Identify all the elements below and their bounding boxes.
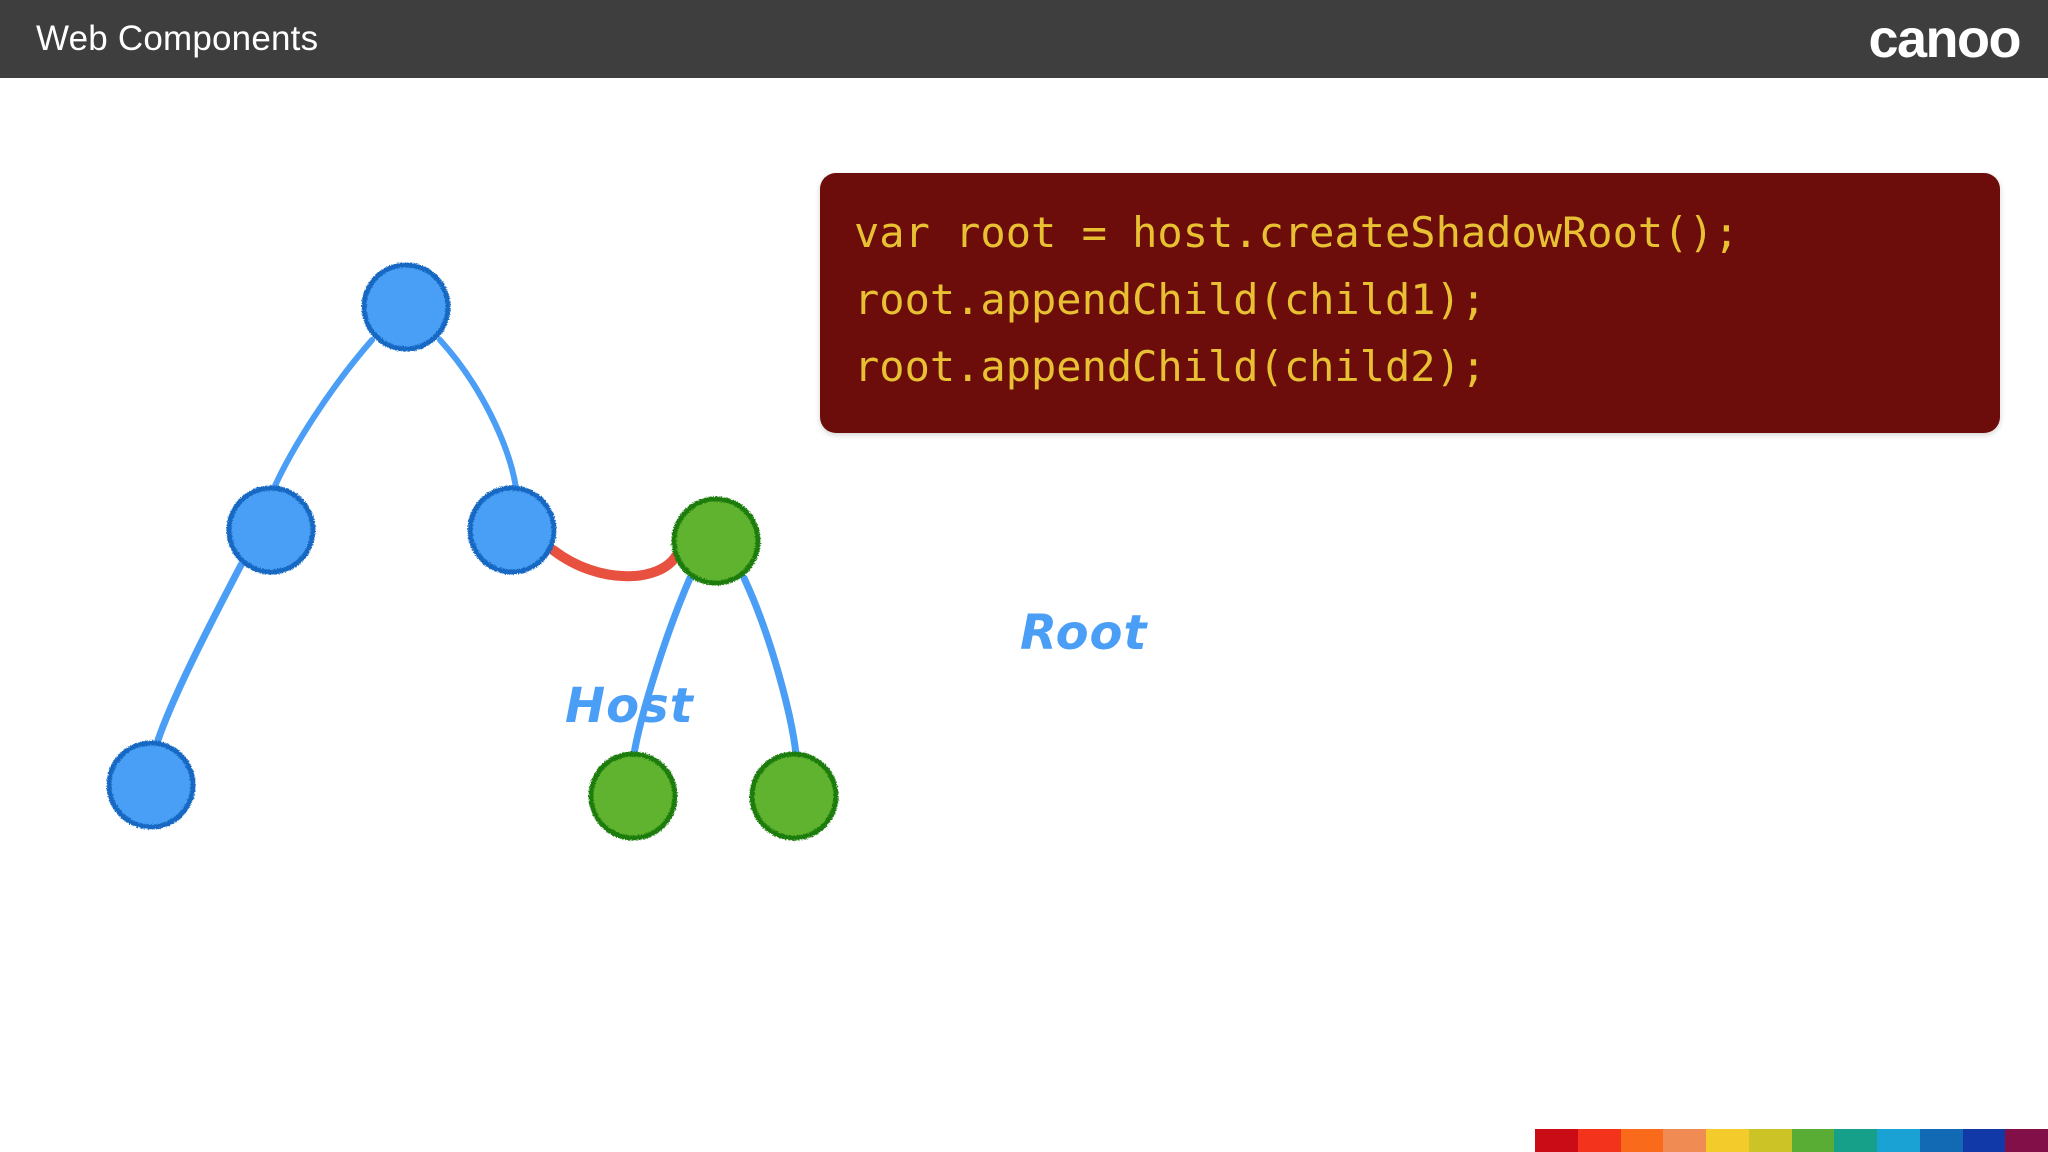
edge-group [153, 337, 800, 758]
edge-root-to-child1 [630, 574, 694, 758]
color-swatch-3 [1663, 1129, 1706, 1152]
code-line-1: var root = host.createShadowRoot(); [854, 208, 1740, 257]
color-swatch-11 [2005, 1129, 2048, 1152]
color-swatch-8 [1877, 1129, 1920, 1152]
node-light-root[interactable] [361, 262, 451, 352]
code-callout-box: var root = host.createShadowRoot(); root… [820, 173, 2000, 433]
color-swatch-5 [1748, 1129, 1792, 1152]
code-line-3: root.appendChild(child2); [854, 342, 1487, 391]
edge-light-root-to-light-host [437, 337, 519, 491]
color-swatch-7 [1834, 1129, 1877, 1152]
edge-light-root-to-light-left [271, 337, 375, 491]
node-group [106, 262, 839, 841]
node-shadow-root[interactable] [671, 496, 761, 586]
edge-light-left-to-light-leaf [153, 561, 245, 747]
host-node-label: Host [565, 678, 694, 734]
shadow-dom-tree-diagram [106, 262, 839, 841]
node-light-left[interactable] [226, 485, 316, 575]
node-light-leaf[interactable] [106, 740, 196, 830]
edge-root-to-child2 [740, 574, 800, 758]
color-swatch-4 [1706, 1129, 1749, 1152]
edge-host-to-root [548, 545, 681, 582]
color-swatch-1 [1577, 1129, 1621, 1152]
root-node-label: Root [1020, 605, 1148, 661]
color-swatch-6 [1791, 1129, 1835, 1152]
node-shadow-child2[interactable] [749, 751, 839, 841]
color-swatch-2 [1620, 1129, 1664, 1152]
header-bar: Web Components canoo [0, 0, 2048, 78]
node-host[interactable] [467, 485, 557, 575]
brand-color-strip [1535, 1129, 2048, 1152]
slide-canvas: Host Root var root = host.createShadowRo… [0, 78, 2048, 1152]
color-swatch-9 [1919, 1129, 1963, 1152]
color-swatch-0 [1535, 1129, 1578, 1152]
brand-logo: canoo [1868, 9, 2021, 69]
node-shadow-child1[interactable] [588, 751, 678, 841]
page-title: Web Components [36, 19, 319, 58]
code-line-2: root.appendChild(child1); [854, 275, 1487, 324]
color-swatch-10 [1962, 1129, 2006, 1152]
